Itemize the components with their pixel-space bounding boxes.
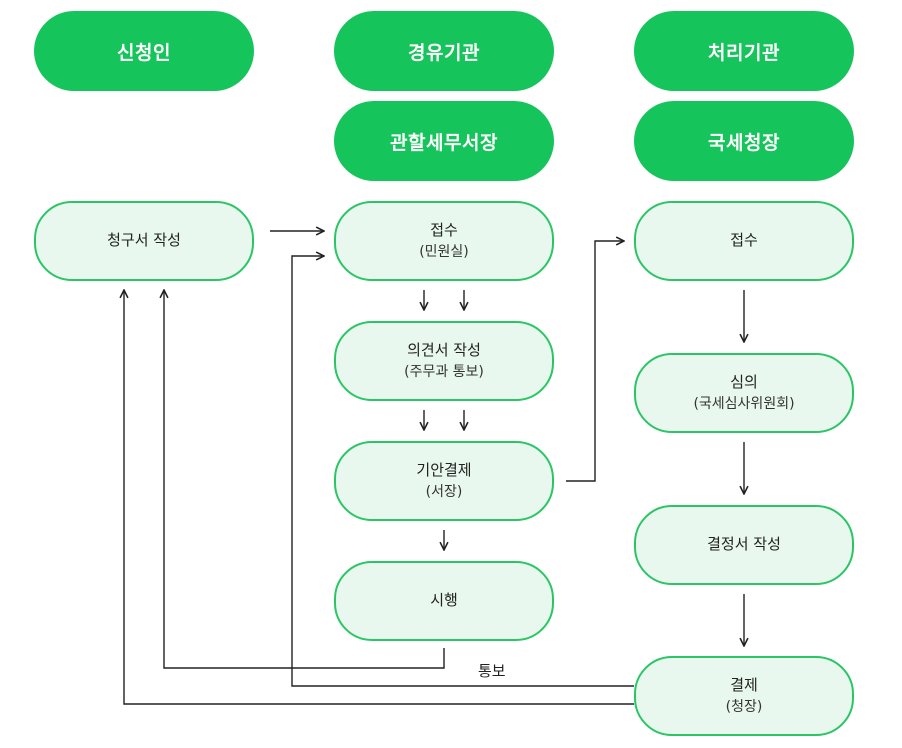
node-receipt-office: 접수 (민원실)	[334, 201, 554, 281]
header-district-office: 관할세무서장	[334, 101, 554, 181]
arrow-draft-to-nts-receipt	[566, 241, 624, 482]
node-receipt-nts: 접수	[634, 201, 854, 281]
node-opinion-write: 의견서 작성 (주무과 통보)	[334, 321, 554, 401]
node-review: 심의 (국세심사위원회)	[634, 353, 854, 433]
node-execution-title: 시행	[430, 591, 458, 610]
edge-label-notify: 통보	[478, 662, 506, 680]
header-intermediary-label: 경유기관	[408, 41, 480, 64]
node-final-approval: 결제 (청장)	[634, 656, 854, 736]
header-processor: 처리기관	[634, 11, 854, 91]
arrow-execution-notify-to-claim	[164, 290, 445, 669]
header-district-office-label: 관할세무서장	[390, 131, 498, 154]
node-review-title: 심의	[730, 372, 758, 391]
header-applicant-label: 신청인	[117, 41, 171, 64]
header-applicant: 신청인	[34, 11, 254, 91]
header-national-tax: 국세청장	[634, 101, 854, 181]
node-opinion-write-sub: (주무과 통보)	[404, 363, 484, 380]
node-decision-write-title: 결정서 작성	[707, 535, 781, 554]
node-review-sub: (국세심사위원회)	[693, 395, 795, 412]
header-intermediary: 경유기관	[334, 11, 554, 91]
node-receipt-office-title: 접수	[430, 220, 458, 239]
header-national-tax-label: 국세청장	[708, 131, 780, 154]
header-processor-label: 처리기관	[708, 41, 780, 64]
node-final-approval-sub: (청장)	[725, 698, 763, 715]
node-draft-approval: 기안결제 (서장)	[334, 441, 554, 521]
arrow-final-to-claim	[124, 290, 634, 705]
node-decision-write: 결정서 작성	[634, 505, 854, 585]
node-draft-approval-sub: (서장)	[425, 483, 463, 500]
node-claim-write-title: 청구서 작성	[107, 231, 181, 250]
node-final-approval-title: 결제	[730, 675, 758, 694]
node-receipt-nts-title: 접수	[730, 231, 758, 250]
node-execution: 시행	[334, 561, 554, 641]
node-opinion-write-title: 의견서 작성	[407, 340, 481, 359]
node-receipt-office-sub: (민원실)	[419, 243, 469, 260]
node-draft-approval-title: 기안결제	[416, 460, 472, 479]
arrow-final-to-receipt-office	[291, 256, 634, 687]
node-claim-write: 청구서 작성	[34, 201, 254, 281]
